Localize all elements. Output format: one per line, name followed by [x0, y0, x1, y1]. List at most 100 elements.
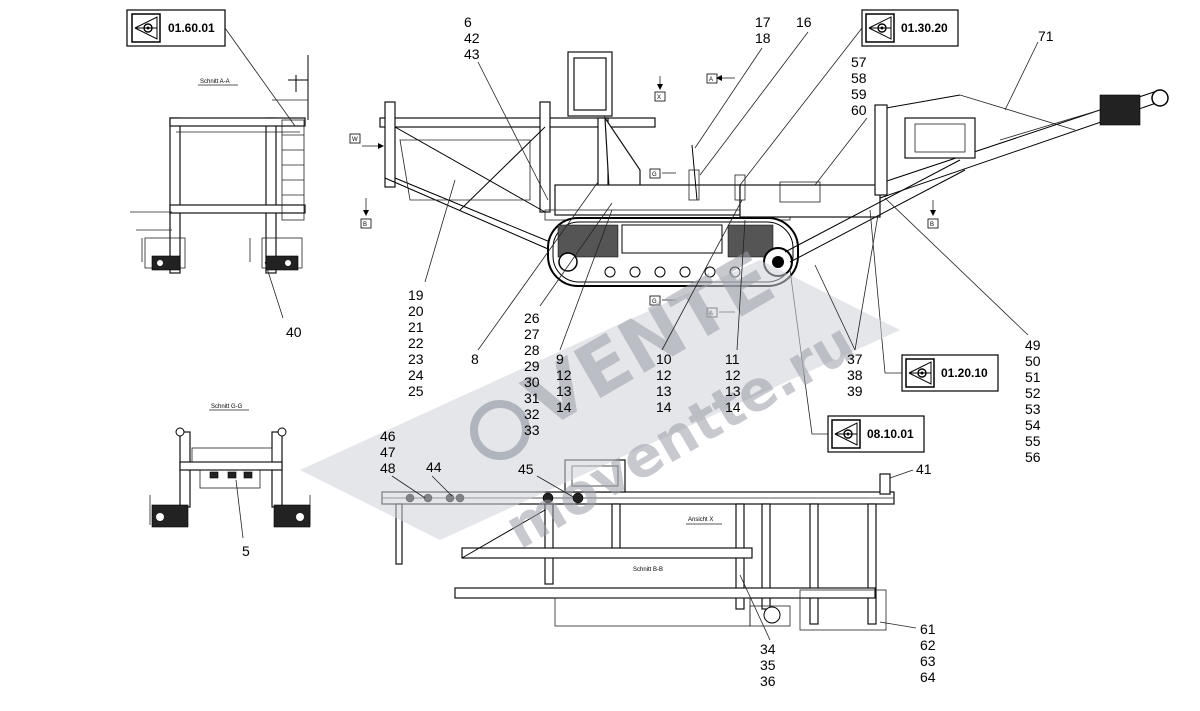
svg-text:49: 49 [1025, 337, 1041, 353]
callout-26-33: 26 27 28 29 30 31 32 33 [524, 310, 540, 438]
leader-lines [235, 31, 1039, 641]
callout-61-64: 61 62 63 64 [920, 621, 936, 685]
view-marker-b-right: B [927, 200, 939, 229]
callout-5: 5 [242, 543, 250, 559]
svg-text:51: 51 [1025, 369, 1041, 385]
ref-box-01-30-20[interactable]: 01.30.20 [861, 9, 959, 47]
svg-text:50: 50 [1025, 353, 1041, 369]
ref-box-08-10-01[interactable]: 08.10.01 [827, 415, 925, 453]
main-side-view [379, 51, 1169, 287]
svg-text:29: 29 [524, 358, 540, 374]
svg-text:17: 17 [755, 14, 771, 30]
svg-text:W: W [352, 137, 358, 143]
svg-text:37: 37 [847, 351, 863, 367]
ansicht-x-label: Ansicht X [688, 517, 713, 523]
svg-text:12: 12 [556, 367, 572, 383]
svg-text:23: 23 [408, 351, 424, 367]
callout-16: 16 [796, 14, 812, 30]
svg-text:12: 12 [725, 367, 741, 383]
eye-icon [134, 16, 158, 40]
svg-text:20: 20 [408, 303, 424, 319]
ref-code: 08.10.01 [867, 427, 914, 441]
watermark-logo-icon [470, 400, 530, 460]
callout-37-39: 37 38 39 [847, 351, 863, 399]
callout-19-25: 19 20 21 22 23 24 25 [408, 287, 424, 399]
callout-17-18: 17 18 [755, 14, 771, 46]
view-marker-g-top: G [649, 168, 676, 179]
svg-text:57: 57 [851, 54, 867, 70]
svg-text:G: G [652, 299, 657, 305]
view-marker-b-left: B [360, 198, 372, 229]
callout-6-42-43: 6 42 43 [464, 14, 480, 62]
callout-34-36: 34 35 36 [760, 641, 776, 689]
svg-text:32: 32 [524, 406, 540, 422]
svg-text:43: 43 [464, 46, 480, 62]
ref-code: 01.60.01 [168, 21, 215, 35]
svg-text:64: 64 [920, 669, 936, 685]
callout-44: 44 [426, 459, 442, 475]
svg-text:56: 56 [1025, 449, 1041, 465]
ref-code: 01.20.10 [941, 366, 988, 380]
svg-text:41: 41 [916, 461, 932, 477]
view-marker-x: X [654, 76, 666, 102]
svg-text:28: 28 [524, 342, 540, 358]
callout-8: 8 [471, 351, 479, 367]
ref-box-01-60-01[interactable]: 01.60.01 [126, 9, 226, 47]
svg-text:B: B [363, 222, 367, 228]
svg-text:63: 63 [920, 653, 936, 669]
svg-text:14: 14 [656, 399, 672, 415]
svg-text:36: 36 [760, 673, 776, 689]
svg-text:47: 47 [380, 444, 396, 460]
svg-text:6: 6 [464, 14, 472, 30]
section-bb-label: Schnitt B-B [633, 567, 663, 573]
svg-text:42: 42 [464, 30, 480, 46]
callout-71: 71 [1038, 28, 1054, 44]
svg-text:X: X [657, 95, 661, 101]
svg-text:35: 35 [760, 657, 776, 673]
svg-text:G: G [652, 172, 657, 178]
svg-text:8: 8 [471, 351, 479, 367]
svg-text:21: 21 [408, 319, 424, 335]
svg-text:55: 55 [1025, 433, 1041, 449]
svg-text:30: 30 [524, 374, 540, 390]
svg-text:31: 31 [524, 390, 540, 406]
svg-text:58: 58 [851, 70, 867, 86]
svg-text:59: 59 [851, 86, 867, 102]
ref-box-01-20-10[interactable]: 01.20.10 [901, 354, 999, 392]
svg-text:12: 12 [656, 367, 672, 383]
callout-11-14: 11 12 13 14 [725, 351, 741, 415]
svg-text:11: 11 [725, 351, 740, 367]
svg-text:14: 14 [725, 399, 741, 415]
section-aa-label: Schnitt A-A [200, 79, 230, 85]
svg-text:48: 48 [380, 460, 396, 476]
svg-text:5: 5 [242, 543, 250, 559]
callout-40: 40 [286, 324, 302, 340]
callout-45: 45 [518, 461, 534, 477]
svg-text:53: 53 [1025, 401, 1041, 417]
svg-text:71: 71 [1038, 28, 1054, 44]
svg-text:16: 16 [796, 14, 812, 30]
svg-text:13: 13 [656, 383, 672, 399]
svg-text:22: 22 [408, 335, 424, 351]
svg-text:40: 40 [286, 324, 302, 340]
svg-text:18: 18 [755, 30, 771, 46]
svg-text:44: 44 [426, 459, 442, 475]
svg-text:54: 54 [1025, 417, 1041, 433]
eye-icon [908, 361, 932, 385]
eye-icon [834, 422, 858, 446]
svg-text:13: 13 [725, 383, 741, 399]
svg-text:38: 38 [847, 367, 863, 383]
view-marker-a-top: A [706, 73, 735, 84]
svg-text:27: 27 [524, 326, 540, 342]
svg-text:62: 62 [920, 637, 936, 653]
svg-text:34: 34 [760, 641, 776, 657]
svg-text:14: 14 [556, 399, 572, 415]
svg-text:26: 26 [524, 310, 540, 326]
callout-49-56: 49 50 51 52 53 54 55 56 [1025, 337, 1041, 465]
section-aa-view: Schnitt A-A [130, 55, 309, 274]
svg-text:39: 39 [847, 383, 863, 399]
section-gg-view: Schnitt G-G [149, 404, 311, 528]
svg-text:45: 45 [518, 461, 534, 477]
callout-10-14: 10 12 13 14 [656, 351, 672, 415]
